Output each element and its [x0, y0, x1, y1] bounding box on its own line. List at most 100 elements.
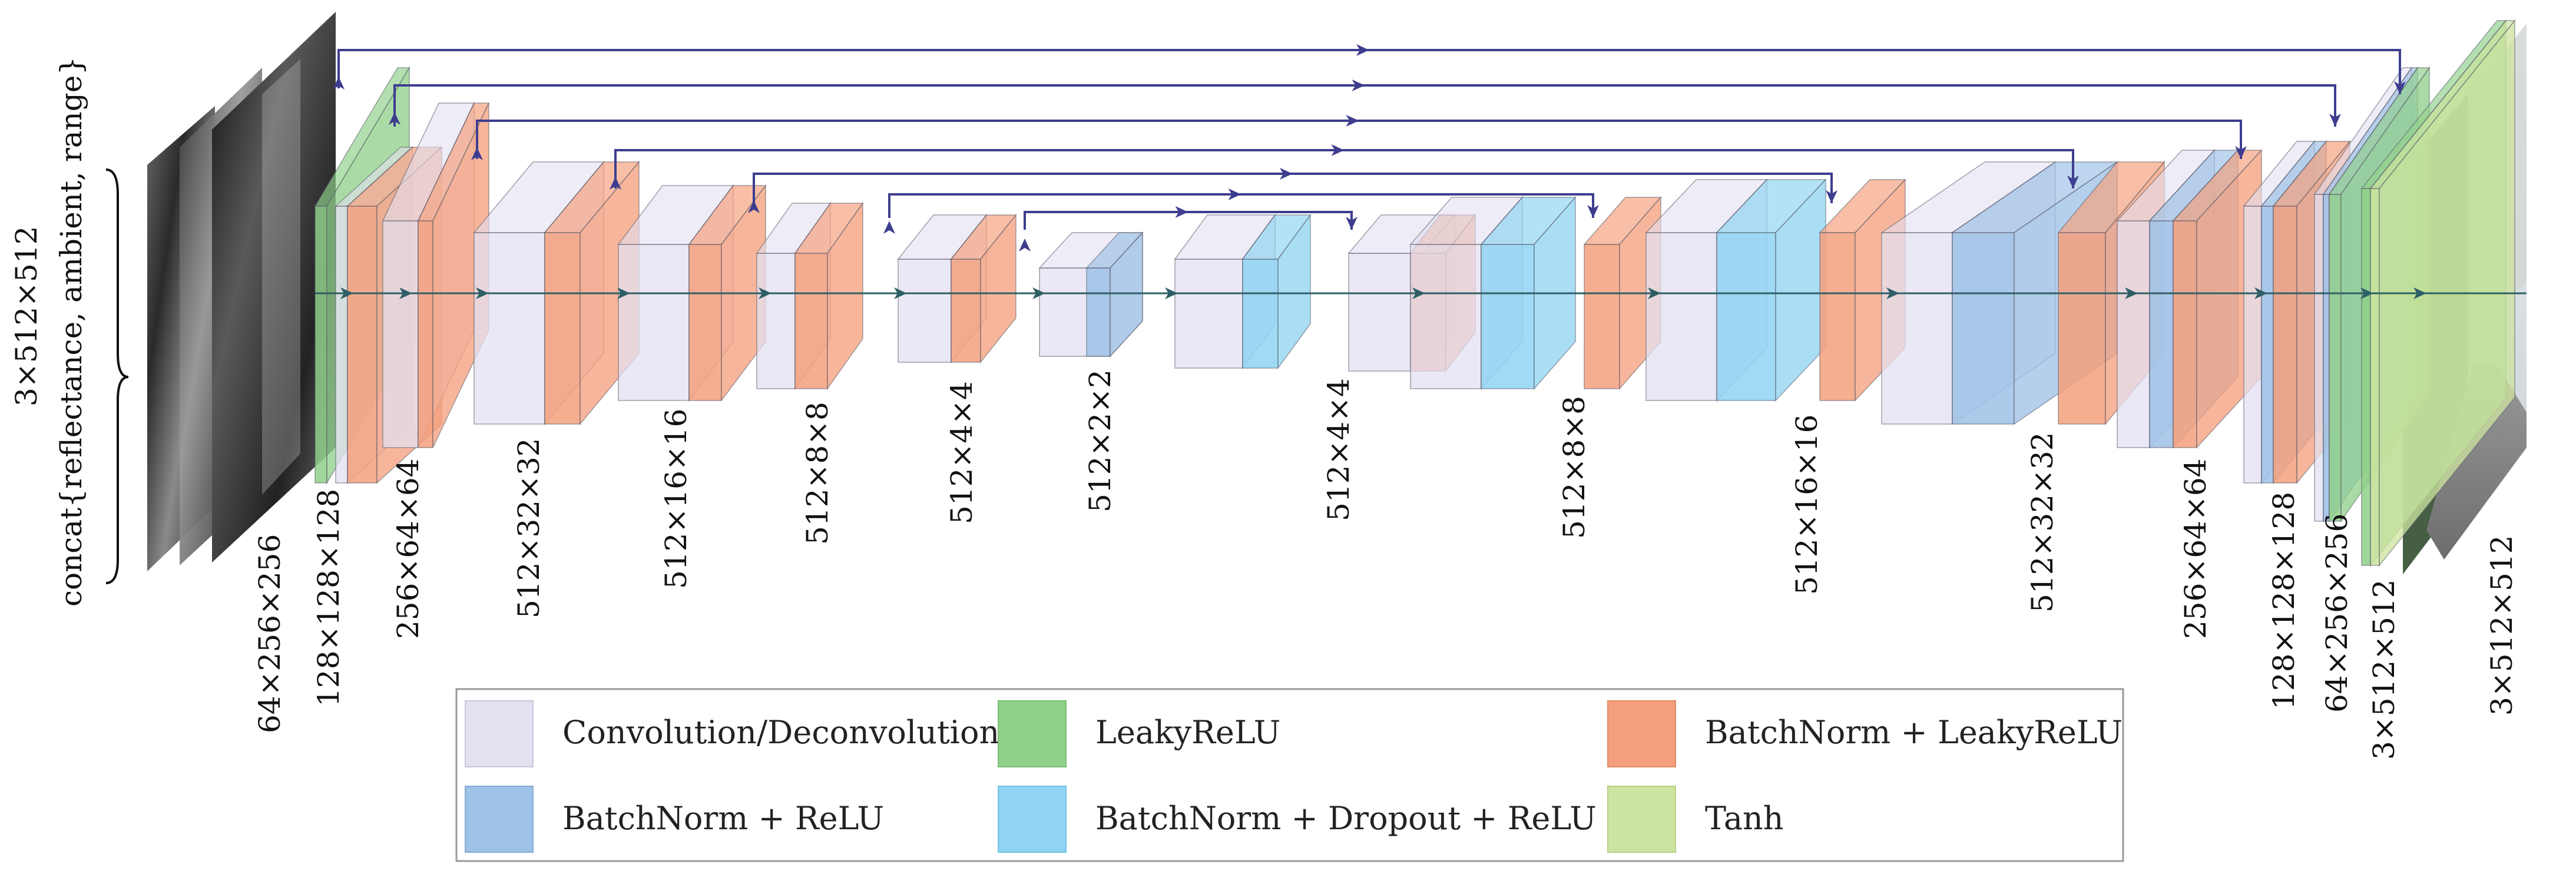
bn-leaky-front	[1819, 232, 1856, 401]
skip-arrow-head-up	[883, 221, 895, 234]
bn-leaky-front	[2173, 220, 2197, 448]
legend-frame	[455, 688, 2124, 862]
layer-dimension-label: 512×32×32	[512, 438, 546, 618]
layer-dimension-label: 512×8×8	[800, 402, 835, 545]
conv-front	[618, 244, 690, 401]
bn-relu-side	[1110, 231, 1143, 357]
skip-arrow-head-up	[748, 200, 760, 213]
skip-arrow-head-mid	[1356, 44, 1369, 56]
skip-arrow-head-down	[1587, 205, 1599, 218]
legend: Convolution/Deconvolution LeakyReLU Batc…	[455, 688, 2124, 862]
conv-front	[1645, 232, 1717, 401]
layer-block	[756, 201, 864, 390]
legend-swatch-conv	[465, 700, 534, 767]
bn-dropout-relu-side	[1277, 213, 1311, 370]
legend-label-bn-relu: BatchNorm + ReLU	[562, 800, 884, 837]
flow-arrow-head	[894, 287, 907, 299]
layer-dimension-label: 3×512×512	[2367, 580, 2401, 760]
bn-relu-front	[1952, 232, 2015, 425]
bn-leaky-front	[794, 253, 828, 389]
layer-dimension-label: 3×512×512	[2485, 535, 2519, 716]
bn-leaky-front	[688, 244, 722, 401]
skip-arrow-head-down	[2329, 114, 2341, 127]
conv-front	[1174, 259, 1243, 369]
bn-leaky-side	[980, 213, 1017, 364]
legend-swatch-bn-leaky	[1607, 700, 1676, 767]
input-brace	[105, 168, 129, 584]
bn-relu-front	[1086, 267, 1111, 357]
flow-arrow-head	[1165, 287, 1178, 299]
conv-front	[756, 253, 796, 389]
flow-arrow-head	[617, 287, 630, 299]
layer-dimension-label: 128×128×128	[2267, 492, 2301, 710]
dimension-labels: 64×256×256 128×128×128 256×64×64 512×32×32 5…	[253, 369, 2519, 760]
skip-arrow-head-down	[2394, 81, 2406, 94]
layer-dimension-label: 64×256×256	[253, 534, 287, 733]
leaky-front	[314, 206, 327, 484]
conv-front	[1881, 232, 1953, 425]
layer-dimension-label: 256×64×64	[2178, 459, 2213, 639]
layer-dimension-label: 512×2×2	[1083, 369, 1117, 512]
layer-dimension-label: 128×128×128	[312, 489, 346, 707]
layer-dimension-label: 512×4×4	[1322, 378, 1356, 521]
layer-dimension-label: 512×32×32	[2025, 432, 2060, 613]
flow-arrow-head	[2360, 287, 2373, 299]
flow-arrow-head	[1886, 287, 1899, 299]
skip-arrow-head-mid	[1331, 144, 1345, 156]
layer-block	[1645, 178, 1827, 402]
input-image-range-light	[262, 59, 300, 495]
layer-block	[1174, 213, 1312, 370]
bn-leaky-front	[418, 220, 433, 448]
layer-dimension-label: 512×8×8	[1557, 396, 1591, 539]
flow-arrow-head	[2254, 287, 2267, 299]
layer-dimension-label: 512×4×4	[945, 381, 979, 524]
bn-leaky-front	[951, 259, 981, 363]
flow-arrow-head	[2413, 287, 2426, 299]
flow-arrow-head	[1032, 287, 1045, 299]
bn-dropout-relu-front	[1481, 244, 1535, 389]
skip-arrow-head-mid	[1280, 168, 1293, 180]
input-concat-label: concat{reflectance, ambient, range}	[54, 57, 88, 607]
skip-arrow-head-up	[1019, 239, 1031, 251]
legend-swatch-bn-relu	[465, 786, 534, 853]
skip-arrow-head-mid	[1352, 80, 1365, 91]
connection-arrows	[315, 44, 2527, 299]
flow-arrow-head	[1412, 287, 1425, 299]
skip-arrow-head-down	[1346, 217, 1357, 230]
leaky-front	[2361, 188, 2371, 566]
bn-relu-front	[2323, 194, 2330, 522]
skip-arrow-head-down	[1826, 190, 1837, 203]
flow-arrow-head	[476, 287, 489, 299]
bn-leaky-front	[1584, 244, 1620, 389]
legend-label-bn-dropout-relu: BatchNorm + Dropout + ReLU	[1095, 800, 1597, 837]
layer-block	[1038, 231, 1144, 357]
skip-connection	[337, 49, 2401, 94]
skip-arrow-head-mid	[1228, 188, 1241, 200]
flow-arrow-head	[399, 287, 412, 299]
legend-label-tanh: Tanh	[1705, 800, 1784, 837]
conv-front	[382, 220, 419, 448]
bn-leaky-front	[544, 232, 581, 425]
conv-front	[474, 232, 545, 425]
tanh-front	[2370, 188, 2380, 566]
legend-label-bn-leaky: BatchNorm + LeakyReLU	[1705, 714, 2123, 751]
layer-dimension-label: 512×16×16	[1790, 415, 1824, 595]
legend-label-leaky: LeakyReLU	[1095, 714, 1280, 751]
flow-arrow-head	[2125, 287, 2138, 299]
skip-arrow-head-down	[2235, 146, 2247, 159]
layer-dimension-label: 512×16×16	[659, 409, 693, 589]
conv-front	[2243, 206, 2262, 484]
skip-arrow-head-up	[610, 177, 621, 190]
input-shape-label: 3×512×512	[9, 226, 44, 406]
layer-dimension-label: 64×256×256	[2320, 514, 2354, 713]
conv-front	[2117, 220, 2150, 448]
skip-arrow-head-mid	[1175, 206, 1188, 218]
skip-connection	[614, 149, 2074, 188]
bn-relu-front	[2261, 206, 2274, 484]
flow-arrow-head	[340, 287, 353, 299]
conv-front	[1410, 244, 1482, 389]
legend-swatch-leaky	[998, 700, 1067, 767]
bn-dropout-relu-front	[1242, 259, 1279, 369]
skip-arrow-head-up	[333, 77, 345, 90]
